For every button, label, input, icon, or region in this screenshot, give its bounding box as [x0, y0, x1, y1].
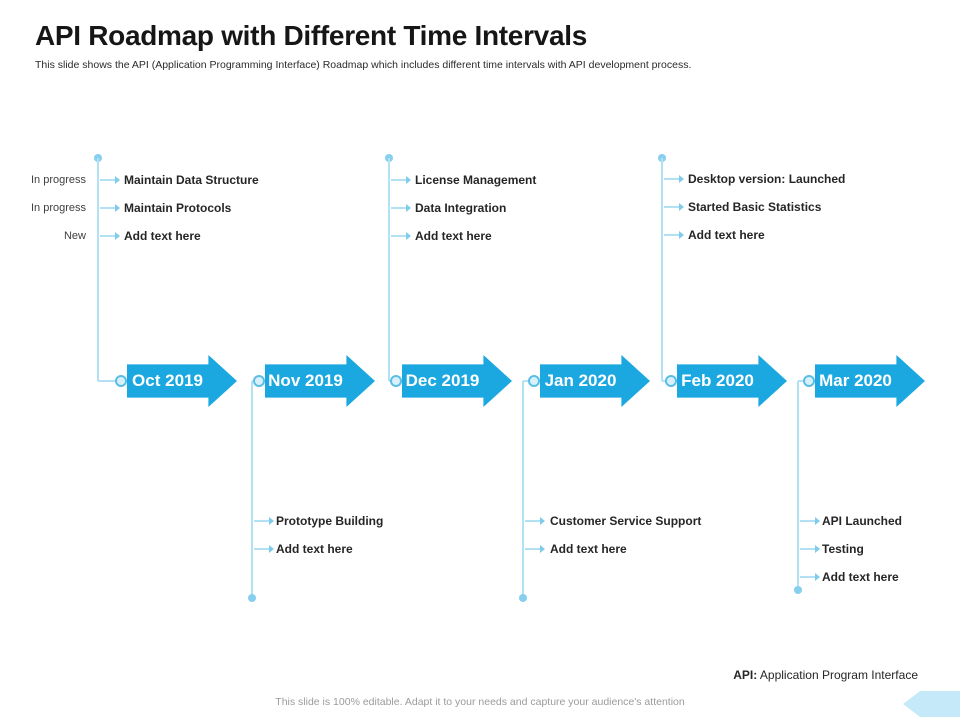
footnote-definition: API: Application Program Interface	[733, 668, 918, 682]
connector-arrow-icon	[391, 204, 411, 212]
page-title: API Roadmap with Different Time Interval…	[35, 20, 587, 51]
branch-dot-icon	[248, 594, 256, 602]
connector-arrow-icon	[800, 517, 820, 525]
month-label: Mar 2020	[819, 371, 892, 390]
status-badge: New	[63, 230, 86, 242]
connector-line	[522, 381, 524, 598]
month-arrow-jan-2020[interactable]: Jan 2020	[540, 355, 650, 407]
month-arrow-feb-2020[interactable]: Feb 2020	[677, 355, 787, 407]
add-text-placeholder[interactable]: Add text here	[276, 542, 353, 556]
roadmap-item: Maintain Protocols	[124, 201, 232, 215]
timeline-node-icon	[253, 375, 265, 387]
connector-arrow-icon	[100, 232, 120, 240]
month-arrow-dec-2019[interactable]: Dec 2019	[402, 355, 512, 407]
roadmap-item: Maintain Data Structure	[124, 173, 259, 187]
add-text-placeholder[interactable]: Add text here	[124, 229, 201, 243]
roadmap-item: Data Integration	[415, 201, 507, 215]
page-subtitle: This slide shows the API (Application Pr…	[35, 59, 692, 71]
connector-line	[98, 380, 122, 382]
corner-chevron-icon	[903, 691, 960, 717]
month-label: Nov 2019	[268, 371, 343, 390]
footnote-text: Application Program Interface	[759, 668, 918, 682]
status-badge: In progress	[30, 202, 86, 214]
connector-arrow-icon	[391, 232, 411, 240]
editable-note: This slide is 100% editable. Adapt it to…	[275, 696, 685, 708]
connector-arrow-icon	[800, 545, 820, 553]
connector-line	[97, 158, 99, 381]
timeline-node-icon	[528, 375, 540, 387]
connector-arrow-icon	[100, 204, 120, 212]
connector-arrow-icon	[664, 175, 684, 183]
roadmap-item: API Launched	[822, 514, 903, 528]
roadmap-item: Prototype Building	[276, 514, 384, 528]
add-text-placeholder[interactable]: Add text here	[822, 570, 899, 584]
month-label: Oct 2019	[132, 371, 203, 390]
add-text-placeholder[interactable]: Add text here	[415, 229, 492, 243]
add-text-placeholder[interactable]: Add text here	[550, 542, 627, 556]
timeline-node-icon	[803, 375, 815, 387]
branch-dot-icon	[519, 594, 527, 602]
branch-dot-icon	[794, 586, 802, 594]
connector-arrow-icon	[525, 517, 545, 525]
connector-arrow-icon	[664, 203, 684, 211]
connector-line	[251, 381, 253, 598]
connector-arrow-icon	[391, 176, 411, 184]
connector-arrow-icon	[664, 231, 684, 239]
connector-arrow-icon	[254, 545, 274, 553]
roadmap-item: License Management	[415, 173, 537, 187]
connector-arrow-icon	[100, 176, 120, 184]
month-arrow-nov-2019[interactable]: Nov 2019	[265, 355, 375, 407]
connector-arrow-icon	[800, 573, 820, 581]
footnote-term: API:	[733, 668, 758, 682]
roadmap-item: Started Basic Statistics	[688, 200, 822, 214]
month-arrow-oct-2019[interactable]: Oct 2019	[127, 355, 237, 407]
connector-arrow-icon	[254, 517, 274, 525]
roadmap-item: Customer Service Support	[550, 514, 702, 528]
month-arrow-mar-2020[interactable]: Mar 2020	[815, 355, 925, 407]
month-label: Jan 2020	[544, 371, 617, 390]
connector-line	[661, 158, 663, 381]
connector-line	[388, 158, 390, 381]
add-text-placeholder[interactable]: Add text here	[688, 228, 765, 242]
roadmap-item: Desktop version: Launched	[688, 172, 846, 186]
connector-line	[797, 381, 799, 590]
roadmap-item: Testing	[822, 542, 864, 556]
connector-arrow-icon	[525, 545, 545, 553]
month-label: Feb 2020	[681, 371, 754, 390]
status-badge: In progress	[30, 174, 86, 186]
timeline-node-icon	[665, 375, 677, 387]
timeline-node-icon	[390, 375, 402, 387]
timeline-node-icon	[115, 375, 127, 387]
month-label: Dec 2019	[405, 371, 480, 390]
